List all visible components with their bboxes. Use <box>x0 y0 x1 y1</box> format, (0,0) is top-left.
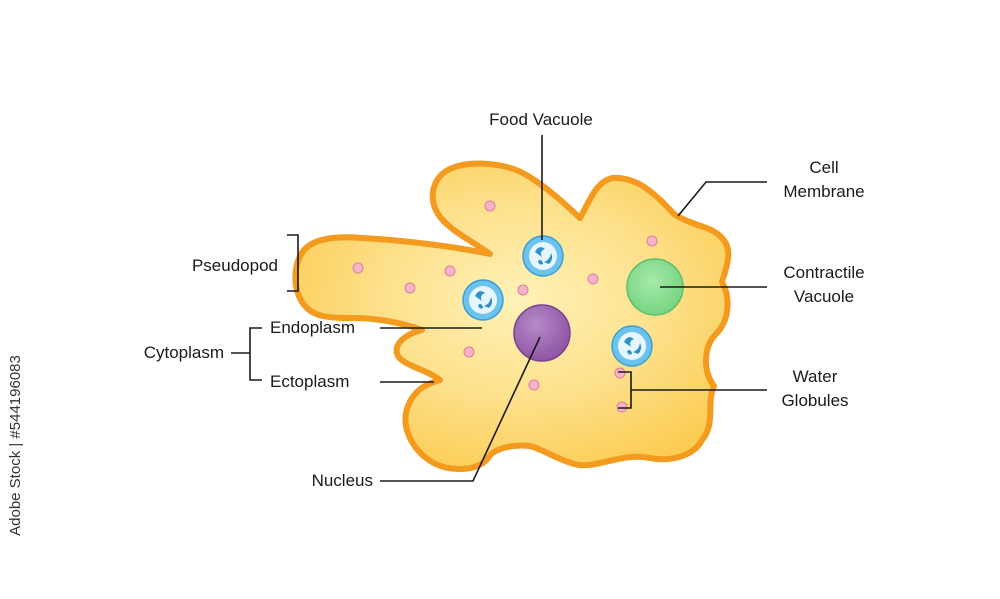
label-cytoplasm: Cytoplasm <box>144 343 224 362</box>
food-vacuole <box>522 235 564 277</box>
label-water-globules-line2: Globules <box>781 391 848 410</box>
water-globule <box>587 273 599 285</box>
label-food-vacuole: Food Vacuole <box>489 110 593 129</box>
label-contractile-vacuole-line2: Vacuole <box>794 287 854 306</box>
bracket-pseudopod <box>287 234 299 292</box>
leader-lines <box>231 135 767 482</box>
label-ectoplasm: Ectoplasm <box>270 372 349 391</box>
food-vacuole <box>462 279 504 321</box>
water-globules <box>352 200 658 413</box>
labels: Food Vacuole Cell Membrane Pseudopod Con… <box>144 110 865 490</box>
label-endoplasm: Endoplasm <box>270 318 355 337</box>
water-globule <box>484 200 496 212</box>
label-contractile-vacuole-line1: Contractile <box>783 263 864 282</box>
water-globule <box>646 235 658 247</box>
cell-membrane <box>292 160 732 473</box>
bracket-cytoplasm <box>249 327 262 381</box>
water-globule <box>404 282 416 294</box>
stock-credit-text: Adobe Stock | #544196083 <box>6 354 24 536</box>
stock-credit: Adobe Stock | #544196083 <box>6 355 24 536</box>
water-globule <box>517 284 529 296</box>
label-nucleus: Nucleus <box>312 471 373 490</box>
water-globule <box>463 346 475 358</box>
water-globule <box>528 379 540 391</box>
label-cell-membrane-line2: Membrane <box>783 182 864 201</box>
nucleus <box>513 304 571 362</box>
amoeba-cell <box>292 160 732 473</box>
leader-cell-membrane <box>677 181 767 217</box>
food-vacuole <box>611 325 653 367</box>
water-globule <box>616 401 628 413</box>
label-water-globules-line1: Water <box>793 367 838 386</box>
water-globule <box>444 265 456 277</box>
water-globule <box>614 367 626 379</box>
water-globule <box>352 262 364 274</box>
label-cell-membrane-line1: Cell <box>809 158 838 177</box>
leader-nucleus <box>380 336 541 482</box>
label-pseudopod: Pseudopod <box>192 256 278 275</box>
